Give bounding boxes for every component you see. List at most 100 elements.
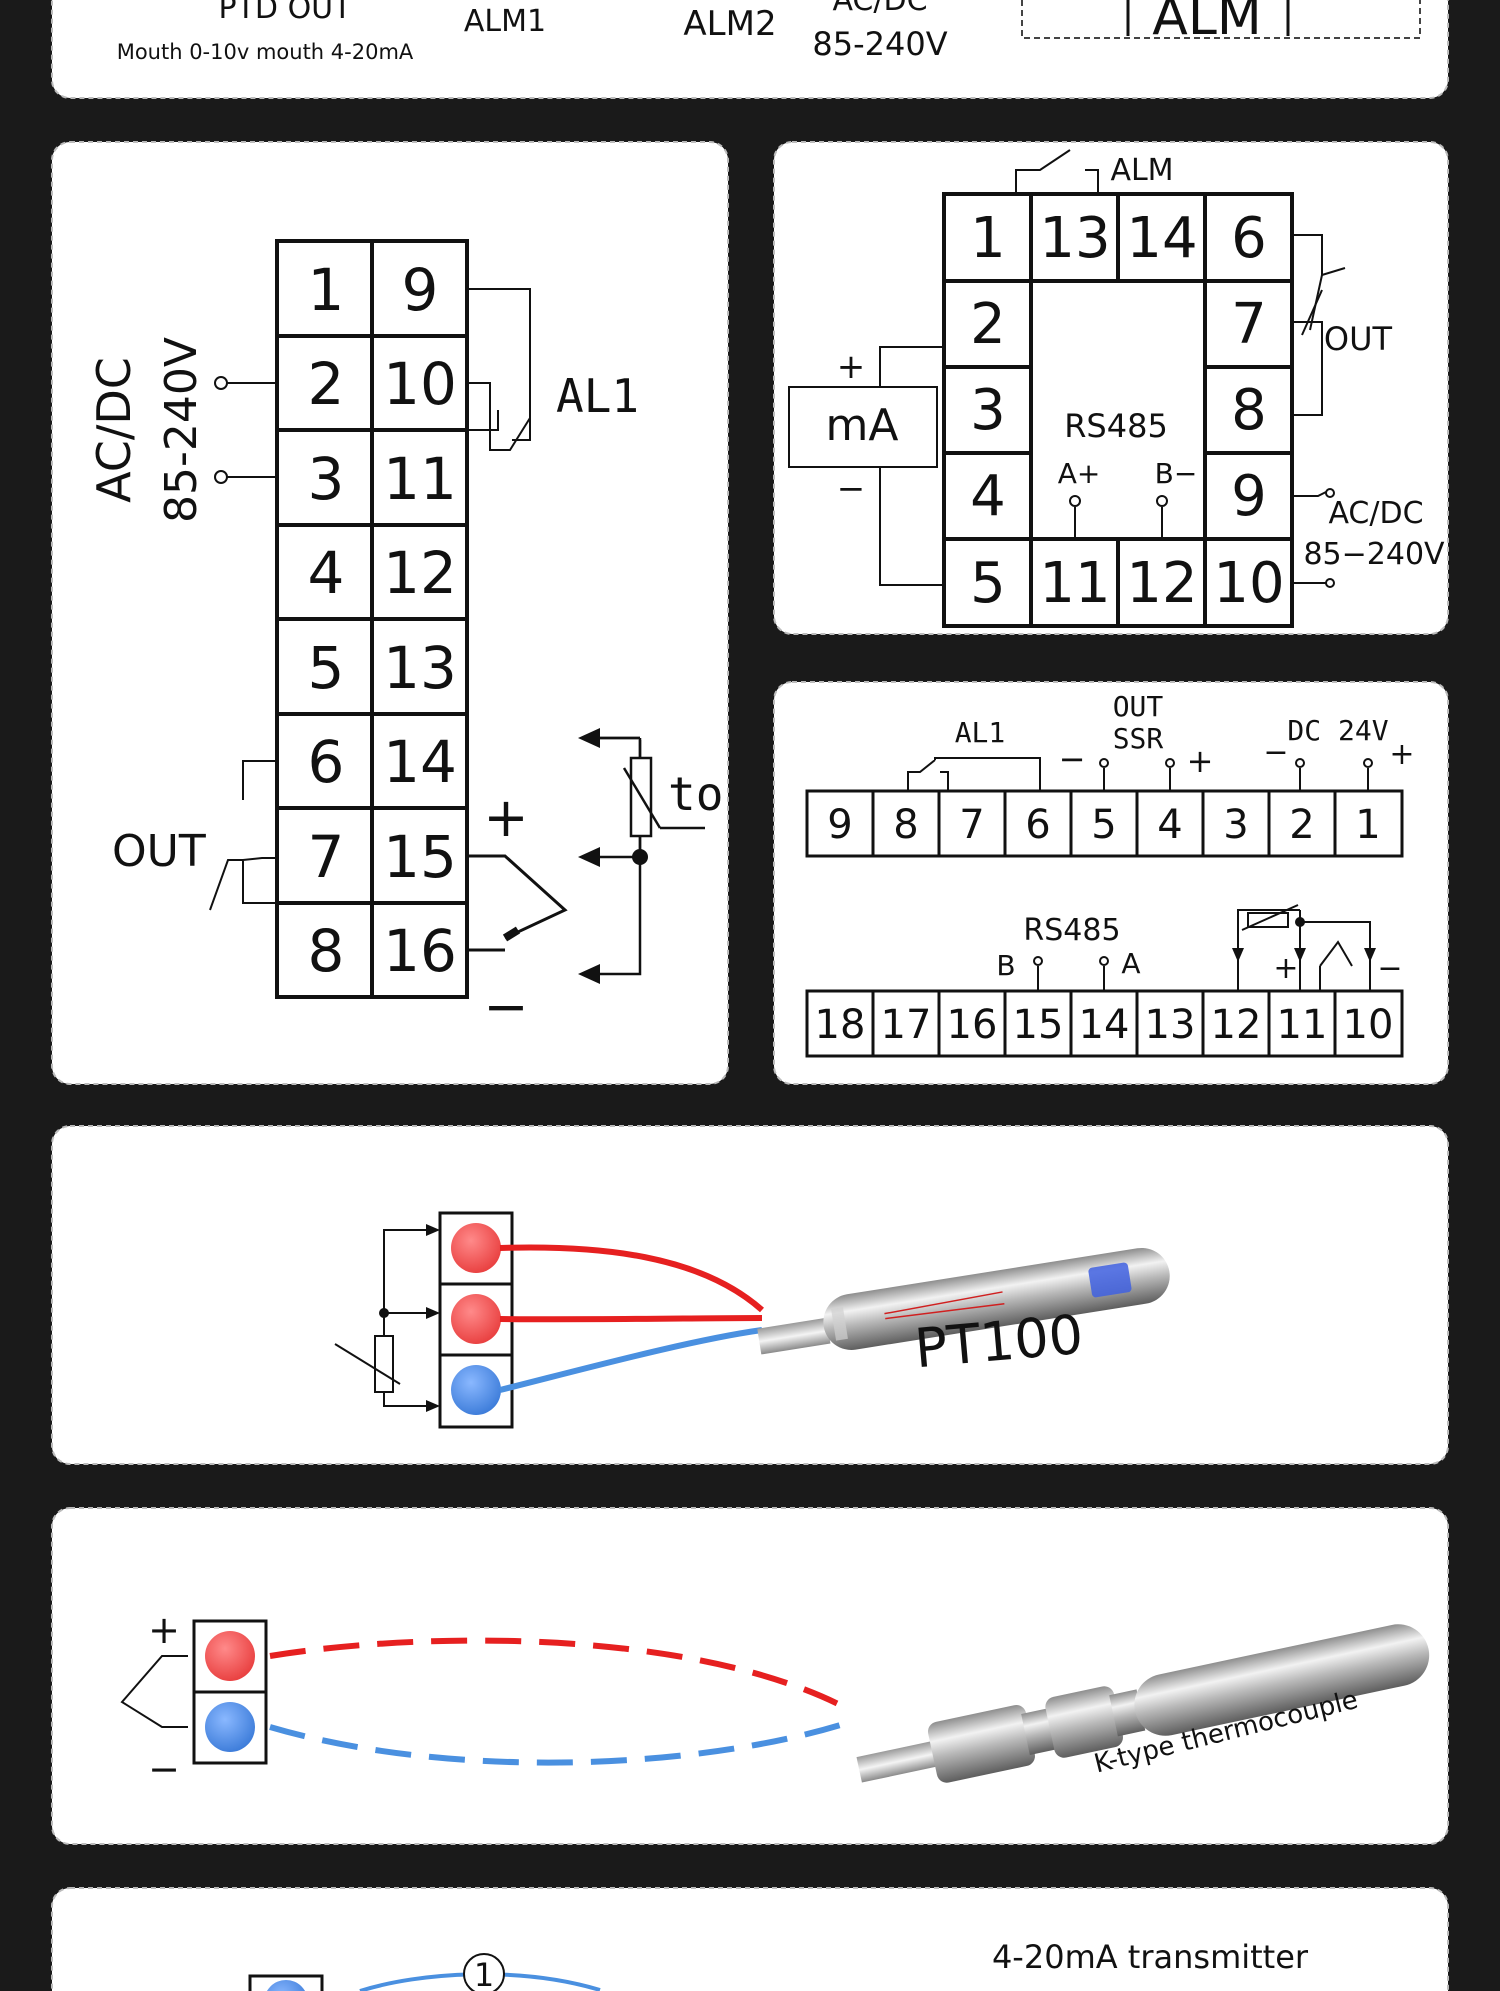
terminal-7: 7 [308, 823, 345, 891]
alm1-label: ALM1 [464, 4, 546, 39]
out-label: OUT [112, 826, 206, 877]
b-out-relay [1292, 234, 1346, 416]
panel-a: 1 2 3 4 5 6 7 8 9 10 11 12 13 14 15 16 A… [51, 141, 729, 1085]
transmitter-marker [463, 1953, 505, 1991]
mouth-label: Mouth 0-10v mouth 4-20mA [117, 40, 414, 64]
k-blue-terminal [205, 1702, 255, 1752]
svg-text:+: + [1389, 737, 1414, 772]
b-terminal-7: 7 [1231, 292, 1267, 357]
terminal-5: 5 [308, 634, 345, 702]
tc-plus: + [483, 786, 528, 849]
k-probe [856, 1624, 1430, 1783]
panel-4-20ma: 1 4-20mA transmitter [51, 1887, 1449, 1991]
k-plus: + [148, 1608, 180, 1652]
terminal-8: 8 [308, 917, 345, 985]
panel-b: 1 13 14 6 2 3 4 7 8 9 5 11 12 10 ALM OUT… [773, 141, 1449, 635]
svg-text:+: + [1187, 742, 1214, 780]
c-terminal-13: 13 [1145, 1002, 1196, 1048]
c-terminal-6: 6 [1025, 802, 1050, 848]
svg-text:−: − [1059, 740, 1086, 778]
panel-pt100: PT100 [51, 1125, 1449, 1465]
c-out-label: OUT [1113, 690, 1164, 723]
thermocouple-symbol [467, 854, 568, 940]
c-terminal-12: 12 [1211, 1002, 1262, 1048]
b-terminal-11: 11 [1039, 551, 1110, 616]
terminal-3: 3 [308, 445, 345, 513]
c-terminal-3: 3 [1223, 802, 1248, 848]
c-terminal-9: 9 [827, 802, 852, 848]
b-alm-relay [1015, 149, 1099, 194]
b-terminal-14: 14 [1126, 206, 1197, 271]
tc-minus: − [483, 975, 528, 1038]
supply-voltage-label: 85-240V [156, 337, 207, 523]
c-dc24-label: DC 24V [1287, 714, 1388, 747]
top-strip-panel: PTD OUT Mouth 0-10v mouth 4-20mA ALM1 AL… [51, 0, 1449, 99]
pt100-blue-terminal [451, 1365, 501, 1415]
b-terminal-13: 13 [1039, 206, 1110, 271]
pt100-label: PT100 [912, 1303, 1085, 1380]
svg-text:−: − [1377, 951, 1402, 986]
panel-c: 9 8 7 6 5 4 3 2 1 18 17 16 15 14 13 12 1… [773, 681, 1449, 1085]
al1-label: AL1 [556, 369, 639, 423]
b-ma-minus: − [837, 469, 866, 509]
b-terminal-6: 6 [1231, 206, 1267, 271]
svg-text:−: − [1263, 735, 1288, 770]
c-b-label: B [996, 949, 1015, 982]
k-minus: − [148, 1747, 180, 1791]
c-terminal-7: 7 [959, 802, 984, 848]
b-ma-plus: + [837, 347, 866, 387]
c-terminal-16: 16 [947, 1002, 998, 1048]
c-rs485-label: RS485 [1023, 913, 1120, 948]
terminal-9: 9 [402, 256, 439, 324]
out-relay-contact [209, 760, 277, 911]
b-acdc-label: AC/DC [1328, 496, 1423, 531]
alm-dashed-box [1021, 0, 1421, 39]
svg-text:+: + [1273, 951, 1298, 986]
terminal-1: 1 [308, 256, 345, 324]
c-terminal-17: 17 [881, 1002, 932, 1048]
c-terminal-11: 11 [1277, 1002, 1328, 1048]
b-terminal-5: 5 [970, 551, 1006, 616]
transmitter-terminal [266, 1980, 306, 1991]
supply-acdc-label: AC/DC [87, 357, 141, 503]
pt100-red-terminal-1 [451, 1223, 501, 1273]
c-terminal-5: 5 [1091, 802, 1116, 848]
rtd-to-label: to [668, 767, 723, 821]
b-out-label: OUT [1324, 320, 1393, 358]
b-terminal-8: 8 [1231, 378, 1267, 443]
c-al1-relay [907, 757, 1041, 791]
pt100-wire-red-2 [499, 1315, 763, 1323]
ptd-out-label: PTD OUT [219, 0, 353, 26]
terminal-6: 6 [308, 728, 345, 796]
k-wire-red [269, 1637, 852, 1713]
b-terminal-4: 4 [970, 464, 1006, 529]
c-terminal-1: 1 [1355, 802, 1380, 848]
b-terminal-12: 12 [1126, 551, 1197, 616]
b-rs485-label: RS485 [1064, 407, 1168, 445]
pt100-red-terminal-2 [451, 1294, 501, 1344]
voltage-label: 85-240V [812, 25, 947, 63]
k-red-terminal [205, 1631, 255, 1681]
c-terminal-10: 10 [1343, 1002, 1394, 1048]
c-terminal-18: 18 [815, 1002, 866, 1048]
terminal-14: 14 [383, 728, 457, 796]
transmitter-number: 1 [474, 1956, 494, 1991]
transmitter-label: 4-20mA transmitter [992, 1938, 1309, 1976]
terminal-12: 12 [383, 539, 457, 607]
alm2-label: ALM2 [683, 4, 776, 44]
c-terminal-2: 2 [1289, 802, 1314, 848]
terminal-16: 16 [383, 917, 457, 985]
terminal-13: 13 [383, 634, 457, 702]
pt100-probe [757, 1247, 1170, 1355]
al1-relay-contact [467, 288, 531, 451]
b-terminal-3: 3 [970, 378, 1006, 443]
b-ma-box [788, 386, 938, 468]
supply-wires [214, 376, 277, 484]
terminal-11: 11 [383, 445, 457, 513]
terminal-2: 2 [308, 350, 345, 418]
b-alm-label: ALM [1110, 153, 1173, 188]
c-a-label: A [1121, 947, 1140, 980]
terminal-10: 10 [383, 350, 457, 418]
b-a-plus: A+ [1058, 457, 1101, 490]
